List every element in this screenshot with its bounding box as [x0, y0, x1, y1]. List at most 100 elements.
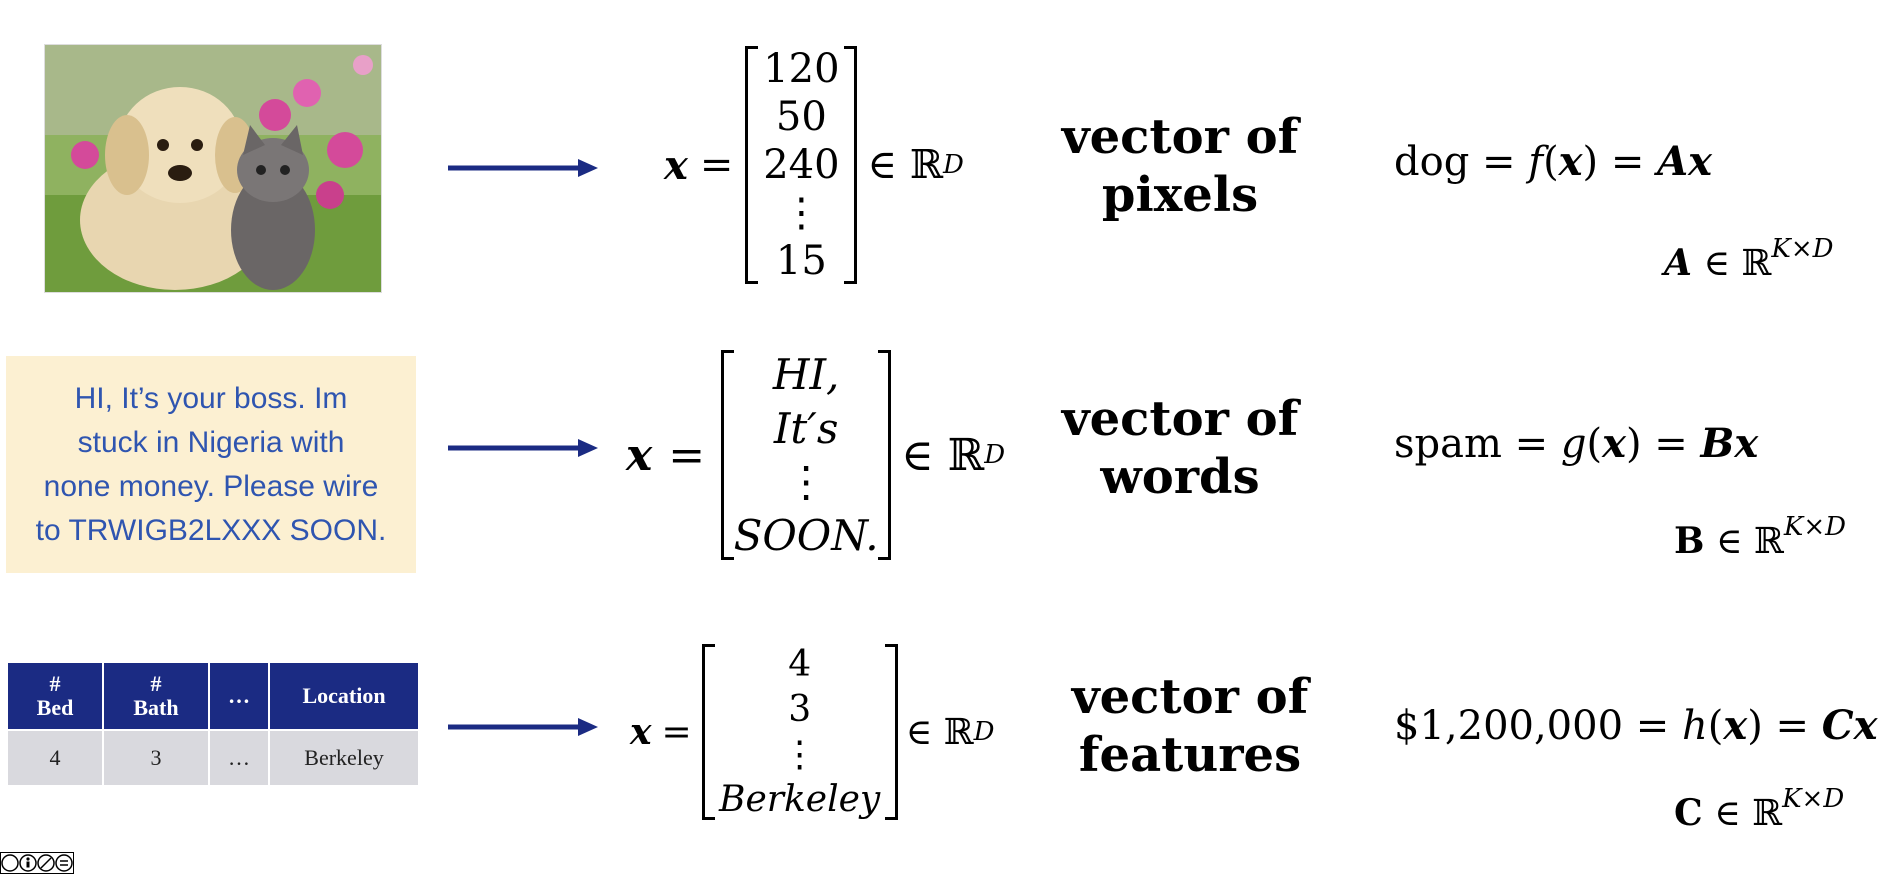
vector-entry: 4 — [788, 644, 812, 685]
cell-bath: 3 — [104, 731, 208, 785]
arrow-right-icon — [448, 715, 600, 739]
def-matrix: C — [1674, 792, 1703, 834]
eq-matrix: A — [1657, 138, 1689, 185]
eq-x: x — [1734, 420, 1759, 467]
label-vector-of-features: vector of features — [1060, 668, 1320, 784]
vector-entry: 120 — [763, 46, 840, 92]
vector-variable: x — [626, 429, 653, 481]
cell-ellipsis: … — [210, 731, 268, 785]
equals-sign: = — [668, 429, 706, 481]
message-line: to TRWIGB2LXXX SOON. — [35, 513, 387, 547]
vector-variable: x — [630, 711, 652, 753]
vector-entry: 50 — [775, 94, 827, 140]
header-bath: # Bath — [104, 663, 208, 729]
label-vector-of-words: vector of words — [1060, 390, 1300, 506]
label-line: words — [1100, 449, 1260, 505]
label-line: vector of — [1061, 391, 1299, 447]
puppy-kitten-photo — [44, 44, 382, 293]
cell-bed: 4 — [8, 731, 102, 785]
vector-bracket: 120 50 240 ⋮ 15 — [745, 46, 858, 284]
message-line: none money. Please wire — [43, 469, 379, 503]
spam-message-box: HI, It’s your boss. Im stuck in Nigeria … — [6, 356, 416, 573]
message-line: stuck in Nigeria with — [77, 425, 345, 459]
dimension: D — [973, 717, 995, 747]
eq-x: x — [1688, 138, 1712, 185]
header-hash: # — [150, 671, 162, 696]
header-hash: # — [49, 671, 61, 696]
def-dim: K×D — [1782, 784, 1845, 814]
matrix-def-C: C ∈ ℝK×D — [1674, 784, 1844, 834]
vector-entry: SOON. — [733, 510, 879, 560]
equation-price: $1,200,000 = h(x) = Cx — [1394, 702, 1878, 749]
equation-spam: spam = g(x) = Bx — [1394, 420, 1759, 467]
matrix-def-B: B ∈ ℝK×D — [1674, 512, 1846, 562]
vector-dots: ⋮ — [781, 190, 822, 236]
def-matrix: B — [1674, 520, 1705, 562]
table-header-row: # Bed # Bath … Location — [8, 663, 418, 729]
vector-entry: Berkeley — [719, 779, 881, 820]
vector-dots: ⋮ — [785, 457, 828, 507]
vector-entry: 15 — [775, 238, 827, 284]
vector-entry: 3 — [788, 689, 812, 730]
vector-bracket: 4 3 ⋮ Berkeley — [701, 644, 898, 820]
eq-x: x — [1723, 702, 1748, 749]
cell-location: Berkeley — [270, 731, 418, 785]
arrow-right-icon — [448, 156, 600, 180]
def-member: ∈ ℝ — [1715, 521, 1784, 562]
eq-x: x — [1558, 138, 1583, 185]
matrix-def-A: A ∈ ℝK×D — [1664, 234, 1833, 284]
right-bracket — [878, 350, 892, 560]
vector-variable: x — [664, 141, 688, 189]
eq-function: h — [1681, 703, 1708, 749]
label-line: pixels — [1101, 167, 1259, 223]
def-member: ∈ ℝ — [1703, 243, 1772, 284]
vector-dots: ⋮ — [781, 734, 818, 775]
left-bracket — [721, 350, 735, 560]
equals-sign: = — [661, 711, 692, 753]
eq-lhs: $1,200,000 — [1394, 703, 1624, 749]
eq-lhs: dog — [1394, 139, 1470, 185]
def-dim: K×D — [1771, 234, 1834, 264]
eq-x: x — [1602, 420, 1626, 467]
header-location: Location — [270, 663, 418, 729]
eq-lhs: spam — [1394, 421, 1502, 467]
def-matrix: A — [1664, 242, 1692, 284]
eq-matrix: C — [1821, 702, 1854, 749]
eq-function: f — [1528, 139, 1544, 185]
membership: ∈ ℝ — [901, 429, 985, 481]
header-bed-label: Bed — [36, 695, 74, 720]
label-vector-of-pixels: vector of pixels — [1060, 108, 1300, 224]
membership: ∈ ℝ — [867, 142, 943, 188]
label-line: vector of — [1071, 669, 1309, 725]
def-dim: K×D — [1783, 512, 1846, 542]
header-ellipsis: … — [210, 663, 268, 729]
label-line: vector of — [1061, 109, 1299, 165]
dimension: D — [942, 150, 964, 180]
dimension: D — [984, 440, 1006, 470]
label-line: features — [1078, 727, 1302, 783]
vector-entry: 240 — [763, 142, 840, 188]
right-bracket — [844, 46, 858, 284]
vector-bracket: HI, It′s ⋮ SOON. — [721, 350, 892, 560]
left-bracket — [745, 46, 759, 284]
house-features-table: # Bed # Bath … Location 4 3 … Berkeley — [6, 661, 420, 787]
eq-x: x — [1853, 702, 1878, 749]
arrow-right-icon — [448, 436, 600, 460]
cc-license-icon — [0, 852, 74, 874]
header-bed: # Bed — [8, 663, 102, 729]
message-line: HI, It’s your boss. Im — [74, 381, 348, 415]
eq-function: g — [1560, 421, 1587, 467]
equation-dog: dog = f(x) = Ax — [1394, 138, 1712, 185]
vector-entry: It′s — [773, 403, 839, 453]
equals-sign: = — [699, 142, 734, 188]
membership: ∈ ℝ — [905, 711, 974, 753]
table-row: 4 3 … Berkeley — [8, 731, 418, 785]
left-bracket — [701, 644, 715, 820]
right-bracket — [884, 644, 898, 820]
vector-entry: HI, — [772, 350, 840, 399]
eq-matrix: B — [1700, 420, 1735, 467]
def-member: ∈ ℝ — [1714, 793, 1783, 834]
